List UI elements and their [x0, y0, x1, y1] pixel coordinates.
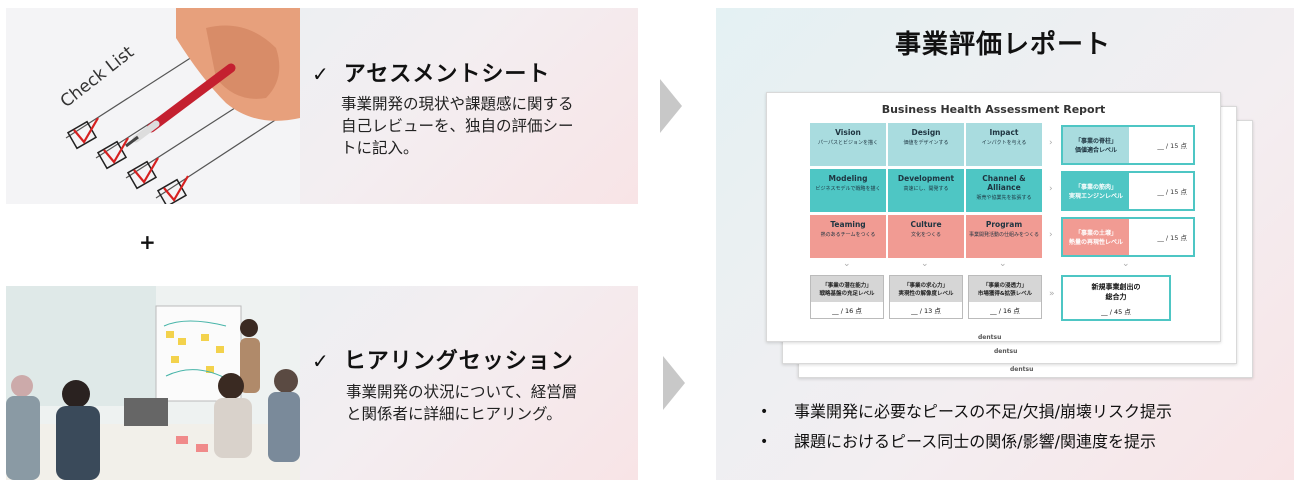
cell-name: Teaming — [830, 220, 866, 229]
chevron-right-icon: » — [1049, 289, 1055, 299]
cell-name: Program — [985, 220, 1023, 229]
bottom-label: 「事業の求心力」実現性の解像度レベル — [890, 276, 962, 302]
chevron-right-icon: › — [1049, 230, 1053, 240]
total-label-line: 総合力 — [1105, 293, 1127, 301]
report-bullet-list: 事業開発に必要なピースの不足/欠損/崩壊リスク提示 課題におけるピース同士の関係… — [760, 397, 1172, 457]
report-bullet: 事業開発に必要なピースの不足/欠損/崩壊リスク提示 — [760, 397, 1172, 427]
total-score: 新規事業創出の 総合力 __ / 45 点 — [1061, 275, 1171, 321]
cell-sub: 事業開発活動の仕組みをつくる — [969, 232, 1039, 238]
cell-name: Design — [911, 128, 941, 137]
check-icon: ✓ — [312, 62, 330, 86]
bottom-score: __ / 16 点 — [990, 307, 1020, 315]
bottom-label-line: 市場獲得&拡張レベル — [977, 291, 1033, 297]
result-label-line: 実現エンジンレベル — [1068, 193, 1123, 200]
bottom-score: __ / 13 点 — [911, 307, 941, 315]
arrow-right-icon — [663, 356, 685, 410]
hearing-desc: 事業開発の状況について、経営層 と関係者に詳細にヒアリング。 — [346, 381, 577, 425]
dentsu-logo: dentsu — [978, 334, 1002, 341]
result-soil: 「事業の土壌」熱量の再現性レベル __ / 15 点 — [1061, 217, 1195, 257]
bottom-label-line: 「事業の浸透力」 — [982, 283, 1027, 289]
hearing-title-text: ヒアリングセッション — [343, 349, 574, 374]
result-label-line: 価値適合レベル — [1074, 147, 1117, 154]
bottom-label-line: 「事業の潜在能力」 — [822, 283, 872, 289]
plus-sign: + — [139, 230, 156, 254]
check-icon: ✓ — [312, 349, 330, 373]
result-label: 「事業の脊柱」価値適合レベル — [1063, 127, 1129, 163]
cell-development: Development 高速にし、開発する — [888, 169, 964, 212]
bottom-label-line: 実現性の解像度レベル — [898, 291, 954, 297]
cell-sub: 高速にし、開発する — [903, 186, 949, 192]
cell-teaming: Teaming 熱のあるチームをつくる — [810, 215, 886, 258]
cell-modeling: Modeling ビジネスモデルで戦略を描く — [810, 169, 886, 212]
chevron-right-icon: › — [1049, 184, 1053, 194]
cell-design: Design 価値をデザインする — [888, 123, 964, 166]
chevron-right-icon: › — [1049, 138, 1053, 148]
chevron-down-icon: ⌄ — [843, 259, 851, 269]
hearing-title: ✓ ヒアリングセッション — [312, 343, 574, 375]
dentsu-logo: dentsu — [1010, 366, 1034, 373]
cell-sub: 熱のあるチームをつくる — [820, 232, 876, 238]
bottom-label-line: 戦略基盤の充足レベル — [819, 291, 875, 297]
chevron-down-icon: ⌄ — [999, 259, 1007, 269]
cell-program: Program 事業開発活動の仕組みをつくる — [966, 215, 1042, 258]
cell-sub: パーパスとビジョンを描く — [818, 140, 878, 146]
result-score: __ / 15 点 — [1157, 234, 1187, 242]
result-label-line: 熱量の再現性レベル — [1068, 239, 1123, 246]
cell-channel-alliance: Channel & Alliance 販売や協業先を拡張する — [966, 169, 1042, 212]
cell-name: Development — [897, 174, 955, 183]
report-panel-title: 事業評価レポート — [895, 30, 1112, 60]
result-label: 「事業の土壌」熱量の再現性レベル — [1063, 219, 1129, 255]
assessment-desc-line: 自己レビューを、独自の評価シー — [341, 117, 574, 135]
chevron-down-icon: ⌄ — [1122, 259, 1130, 269]
arrow-right-icon — [660, 79, 682, 133]
total-value: __ / 45 点 — [1101, 308, 1131, 316]
cell-sub: インパクトを与える — [981, 140, 1027, 146]
meeting-photo — [6, 286, 300, 480]
cell-sub: ビジネスモデルで戦略を描く — [815, 186, 881, 192]
cell-name: Channel & Alliance — [982, 174, 1026, 192]
cell-culture: Culture 文化をつくる — [888, 215, 964, 258]
hearing-desc-line: 事業開発の状況について、経営層 — [346, 383, 578, 401]
cell-name: Modeling — [828, 174, 868, 183]
bottom-label-line: 「事業の求心力」 — [903, 283, 948, 289]
assessment-desc: 事業開発の現状や課題感に関する 自己レビューを、独自の評価シー トに記入。 — [341, 93, 574, 159]
cell-name: Impact — [989, 128, 1019, 137]
report-title: Business Health Assessment Report — [881, 103, 1106, 116]
assessment-title: ✓ アセスメントシート — [312, 56, 550, 88]
result-score: __ / 15 点 — [1157, 188, 1187, 196]
report-sheet: Business Health Assessment Report Vision… — [766, 92, 1221, 342]
bottom-label: 「事業の潜在能力」戦略基盤の充足レベル — [811, 276, 883, 302]
cell-name: Culture — [910, 220, 942, 229]
bottom-label: 「事業の浸透力」市場獲得&拡張レベル — [969, 276, 1041, 302]
cell-sub: 販売や協業先を拡張する — [976, 195, 1032, 201]
bottom-score: __ / 16 点 — [832, 307, 862, 315]
result-label-line: 「事業の脊柱」 — [1074, 138, 1117, 145]
cell-vision: Vision パーパスとビジョンを描く — [810, 123, 886, 166]
assessment-desc-line: トに記入。 — [341, 139, 419, 157]
hearing-desc-line: と関係者に詳細にヒアリング。 — [346, 405, 562, 423]
bottom-penetration: 「事業の浸透力」市場獲得&拡張レベル __ / 16 点 — [968, 275, 1042, 319]
chevron-down-icon: ⌄ — [921, 259, 929, 269]
result-score: __ / 15 点 — [1157, 142, 1187, 150]
result-spine: 「事業の脊柱」価値適合レベル __ / 15 点 — [1061, 125, 1195, 165]
bottom-potential: 「事業の潜在能力」戦略基盤の充足レベル __ / 16 点 — [810, 275, 884, 319]
dentsu-logo: dentsu — [994, 348, 1018, 355]
checklist-photo: Check List — [6, 8, 300, 204]
result-label-line: 「事業の筋肉」 — [1074, 184, 1117, 191]
cell-impact: Impact インパクトを与える — [966, 123, 1042, 166]
cell-name: Vision — [835, 128, 861, 137]
cell-sub: 価値をデザインする — [903, 140, 949, 146]
cell-sub: 文化をつくる — [911, 232, 941, 238]
result-muscle: 「事業の筋肉」実現エンジンレベル __ / 15 点 — [1061, 171, 1195, 211]
report-bullet: 課題におけるピース同士の関係/影響/関連度を提示 — [760, 427, 1172, 457]
total-label-line: 新規事業創出の — [1091, 283, 1141, 291]
bottom-centripetal: 「事業の求心力」実現性の解像度レベル __ / 13 点 — [889, 275, 963, 319]
assessment-title-text: アセスメントシート — [343, 62, 551, 87]
assessment-desc-line: 事業開発の現状や課題感に関する — [341, 95, 574, 113]
result-label-line: 「事業の土壌」 — [1074, 230, 1117, 237]
result-label: 「事業の筋肉」実現エンジンレベル — [1063, 173, 1129, 209]
